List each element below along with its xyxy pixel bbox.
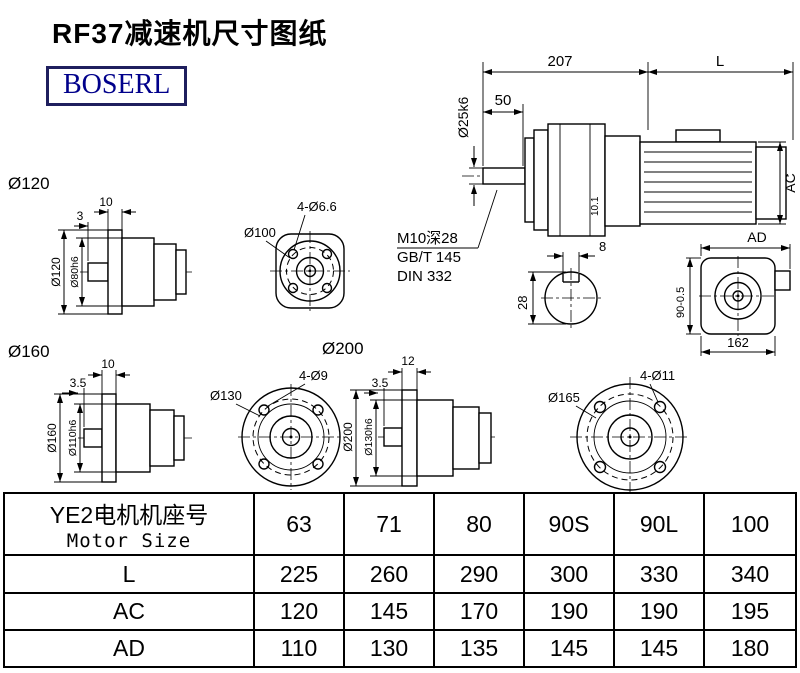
flange-120-views: Ø120 10 3 Ø120 Ø80h6 [8, 174, 350, 315]
flange-160-od-label: Ø160 [45, 423, 59, 453]
flange-160-bolt-circle-label: Ø130 [210, 388, 242, 403]
table-header-row: YE2电机机座号 Motor Size 63 71 80 90S 90L 100 [3, 492, 797, 556]
gearbox-end-view: AD 162 90-0.5 [675, 229, 791, 356]
col-header: 100 [703, 492, 797, 556]
dim-l-label: L [716, 53, 724, 70]
col-header: 71 [343, 492, 435, 556]
table-cell: 290 [433, 554, 525, 594]
flange-160-holes-label: 4-Ø9 [299, 368, 328, 383]
flange-160-dim-3-5: 3.5 [70, 376, 87, 390]
flange-120-spigot-label: Ø80h6 [69, 256, 81, 288]
flange-160-views: Ø160 10 3.5 Ø160 Ø110h6 [8, 342, 344, 490]
flange-120-od-label: Ø120 [49, 257, 63, 287]
table-cell: 195 [703, 592, 797, 631]
flange-120-holes-label: 4-Ø6.6 [297, 199, 337, 214]
flange-160-dim-10: 10 [101, 357, 115, 371]
standard-note-din: DIN 332 [397, 268, 452, 285]
table-cell: 300 [523, 554, 615, 594]
dim-90-label: 90-0.5 [675, 287, 687, 318]
dim-ad-label: AD [747, 229, 766, 245]
table-cell: 330 [613, 554, 705, 594]
motor-size-header-en: Motor Size [66, 530, 192, 552]
flange-200-od-label: Ø200 [341, 422, 355, 452]
col-header: 63 [253, 492, 345, 556]
table-cell: 145 [613, 629, 705, 668]
flange-160-spigot-label: Ø110h6 [67, 420, 79, 457]
technical-drawing: 207 L 50 Ø25k6 [8, 53, 798, 492]
key-width-label: 8 [599, 239, 606, 254]
dim-162-label: 162 [727, 335, 749, 350]
table-cell: 130 [343, 629, 435, 668]
flange-200-bolt-circle-label: Ø165 [548, 390, 580, 405]
flange-200-views: Ø200 12 3.5 Ø200 Ø130h6 [322, 339, 690, 492]
table-row-l: L 225 260 290 300 330 340 [3, 554, 797, 594]
flange-120-bolt-circle-label: Ø100 [244, 225, 276, 240]
table-cell: 260 [343, 554, 435, 594]
flange-120-dim-3: 3 [77, 209, 84, 223]
table-cell: 190 [613, 592, 705, 631]
row-label: AD [3, 629, 255, 668]
dim-207-label: 207 [547, 53, 572, 70]
table-cell: 190 [523, 592, 615, 631]
standard-note-gbt: GB/T 145 [397, 249, 461, 266]
table-cell: 145 [523, 629, 615, 668]
shaft-section-dia-label: 28 [515, 296, 530, 310]
table-row-ac: AC 120 145 170 190 190 195 [3, 592, 797, 631]
flange-200-holes-label: 4-Ø11 [640, 368, 675, 383]
table-cell: 225 [253, 554, 345, 594]
dim-10-1-label: 10.1 [590, 196, 601, 216]
flange-120-dim-10: 10 [99, 195, 113, 209]
shaft-keyway-section: 8 28 [515, 239, 606, 328]
flange-120-group-label: Ø120 [8, 174, 50, 193]
table-cell: 110 [253, 629, 345, 668]
col-header: 90S [523, 492, 615, 556]
brand-logo: BOSERL [46, 66, 188, 106]
row-label: L [3, 554, 255, 594]
motor-size-header-cell: YE2电机机座号 Motor Size [3, 492, 255, 556]
flange-160-group-label: Ø160 [8, 342, 50, 361]
page-title: RF37减速机尺寸图纸 [52, 18, 328, 49]
table-cell: 145 [343, 592, 435, 631]
flange-200-dim-3-5: 3.5 [372, 376, 389, 390]
col-header: 80 [433, 492, 525, 556]
dim-50-label: 50 [495, 92, 512, 109]
table-cell: 180 [703, 629, 797, 668]
table-row-ad: AD 110 130 135 145 145 180 [3, 629, 797, 668]
thread-note: M10深28 [397, 230, 458, 247]
motor-size-header-cn: YE2电机机座号 [49, 502, 209, 528]
dim-ac-label: AC [782, 173, 798, 192]
flange-200-dim-12: 12 [401, 354, 415, 368]
main-assembly-view: 207 L 50 Ø25k6 [397, 53, 798, 285]
row-label: AC [3, 592, 255, 631]
table-cell: 340 [703, 554, 797, 594]
col-header: 90L [613, 492, 705, 556]
table-cell: 170 [433, 592, 525, 631]
table-cell: 135 [433, 629, 525, 668]
flange-200-spigot-label: Ø130h6 [363, 418, 375, 456]
dimension-table: YE2电机机座号 Motor Size 63 71 80 90S 90L 100… [3, 492, 797, 668]
flange-200-group-label: Ø200 [322, 339, 364, 358]
table-cell: 120 [253, 592, 345, 631]
shaft-dia-label: Ø25k6 [455, 97, 471, 138]
